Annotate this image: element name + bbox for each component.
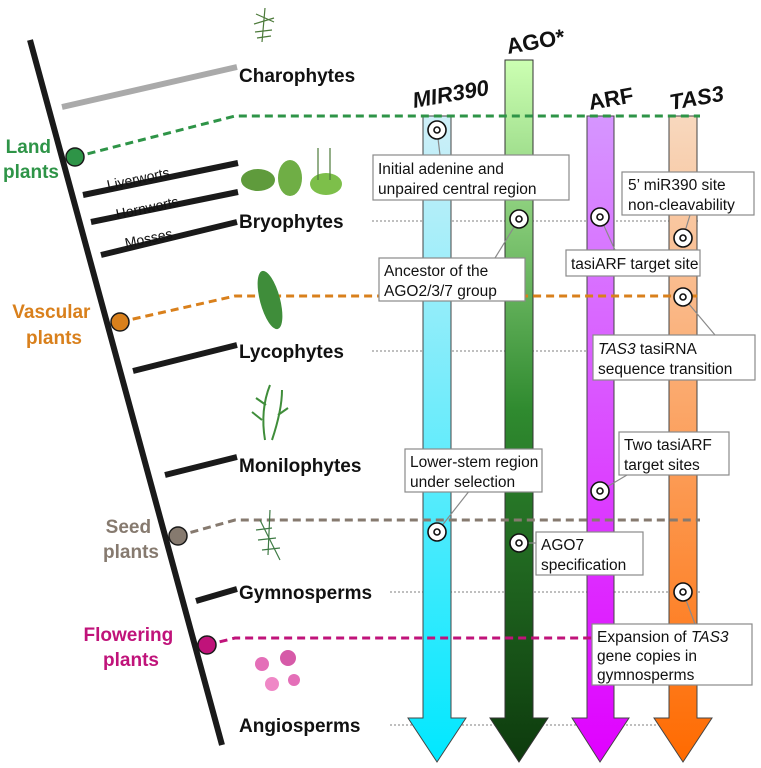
group-dashed-lines	[74, 114, 700, 647]
event-marker	[427, 522, 447, 542]
svg-text:target sites: target sites	[624, 457, 700, 474]
svg-text:under selection: under selection	[410, 474, 515, 491]
svg-text:Lower-stem region: Lower-stem region	[410, 454, 538, 471]
tas3-header: TAS3	[668, 81, 726, 115]
svg-text:AGO7: AGO7	[541, 537, 584, 554]
liverworts-label: Liverworts	[105, 164, 171, 193]
mosses-branch	[100, 219, 238, 258]
annotation-lower-stem: Lower-stem region under selection	[404, 448, 543, 493]
event-marker	[673, 287, 693, 307]
angiosperms-label: Angiosperms	[239, 716, 360, 737]
gymnosperm-illustration	[255, 509, 281, 561]
bryophyte-illustration	[241, 148, 342, 196]
bryophytes-label: Bryophytes	[239, 212, 344, 233]
flowering-plants-line	[206, 636, 700, 647]
land-plants-node	[65, 147, 85, 167]
seed-plants-label: Seed plants	[103, 517, 159, 563]
event-marker	[673, 228, 693, 248]
charophyte-illustration	[253, 7, 275, 43]
svg-text:AGO2/3/7 group: AGO2/3/7 group	[384, 283, 497, 300]
annotation-expansion: Expansion of TAS3 gene copies in gymnosp…	[591, 623, 753, 686]
annotation-noncleavability: 5’ miR390 site non-cleavability	[621, 171, 755, 216]
svg-text:tasiARF target site: tasiARF target site	[571, 256, 699, 273]
seed-plants-line	[177, 518, 700, 538]
arf-header: ARF	[587, 82, 636, 114]
monilophytes-branch	[164, 454, 238, 478]
event-marker	[590, 481, 610, 501]
event-marker	[509, 533, 529, 553]
lycophytes-label: Lycophytes	[239, 342, 344, 363]
event-marker	[509, 209, 529, 229]
annotation-initial-adenine: Initial adenine and unpaired central reg…	[372, 154, 570, 201]
svg-text:gymnosperms: gymnosperms	[597, 667, 695, 684]
flowering-plants-label: Flowering plants	[83, 625, 178, 671]
vascular-plants-label: Vascular plants	[12, 302, 95, 349]
svg-text:Two tasiARF: Two tasiARF	[624, 437, 712, 454]
event-markers	[427, 120, 693, 602]
mir390-header: MIR390	[411, 75, 492, 113]
monilophytes-label: Monilophytes	[239, 456, 361, 477]
tree-trunk	[27, 39, 225, 746]
mir390-arrow	[407, 115, 467, 763]
gymnosperms-branch	[195, 586, 238, 604]
arf-arrow	[571, 115, 630, 763]
svg-text:Expansion of TAS3: Expansion of TAS3	[597, 629, 729, 646]
svg-text:unpaired central region: unpaired central region	[378, 181, 537, 198]
charophytes-label: Charophytes	[239, 66, 355, 87]
event-marker	[427, 120, 447, 140]
svg-text:sequence transition: sequence transition	[598, 361, 732, 378]
annotation-tas3-transition: TAS3 tasiRNA sequence transition	[592, 334, 756, 381]
lycophytes-branch	[132, 342, 238, 374]
charophytes-branch	[61, 64, 238, 110]
liverworts-branch	[82, 160, 239, 198]
svg-text:non-cleavability: non-cleavability	[628, 197, 735, 214]
annotation-two-sites: Two tasiARF target sites	[618, 431, 730, 476]
phylogenetic-tree	[27, 39, 239, 746]
hornworts-branch	[90, 189, 239, 225]
lycophyte-illustration	[257, 270, 283, 330]
ago-header: AGO*	[505, 24, 568, 59]
flowering-plants-node	[197, 635, 217, 655]
vascular-plants-line	[119, 294, 700, 324]
svg-text:TAS3 tasiRNA: TAS3 tasiRNA	[598, 341, 697, 358]
event-marker	[673, 582, 693, 602]
mosses-label: Mosses	[123, 225, 174, 251]
svg-text:Ancestor of the: Ancestor of the	[384, 263, 488, 280]
annotation-ancestor-ago: Ancestor of the AGO2/3/7 group	[378, 257, 526, 302]
hornworts-label: Hornworts	[114, 193, 180, 222]
land-plants-label: Land plants	[3, 137, 59, 183]
svg-text:5’ miR390 site: 5’ miR390 site	[628, 177, 726, 194]
land-plants-line	[74, 114, 700, 159]
gymnosperms-label: Gymnosperms	[239, 583, 372, 604]
annotation-tasiarf-site: tasiARF target site	[565, 249, 701, 277]
event-marker	[590, 207, 610, 227]
annotation-ago7: AGO7 specification	[535, 531, 644, 576]
svg-text:specification: specification	[541, 557, 626, 574]
monilophyte-illustration	[251, 384, 289, 441]
angiosperm-illustration	[255, 650, 300, 691]
vascular-plants-node	[110, 312, 130, 332]
svg-text:gene copies in: gene copies in	[597, 648, 697, 665]
seed-plants-node	[168, 526, 188, 546]
svg-text:Initial adenine and: Initial adenine and	[378, 161, 504, 178]
